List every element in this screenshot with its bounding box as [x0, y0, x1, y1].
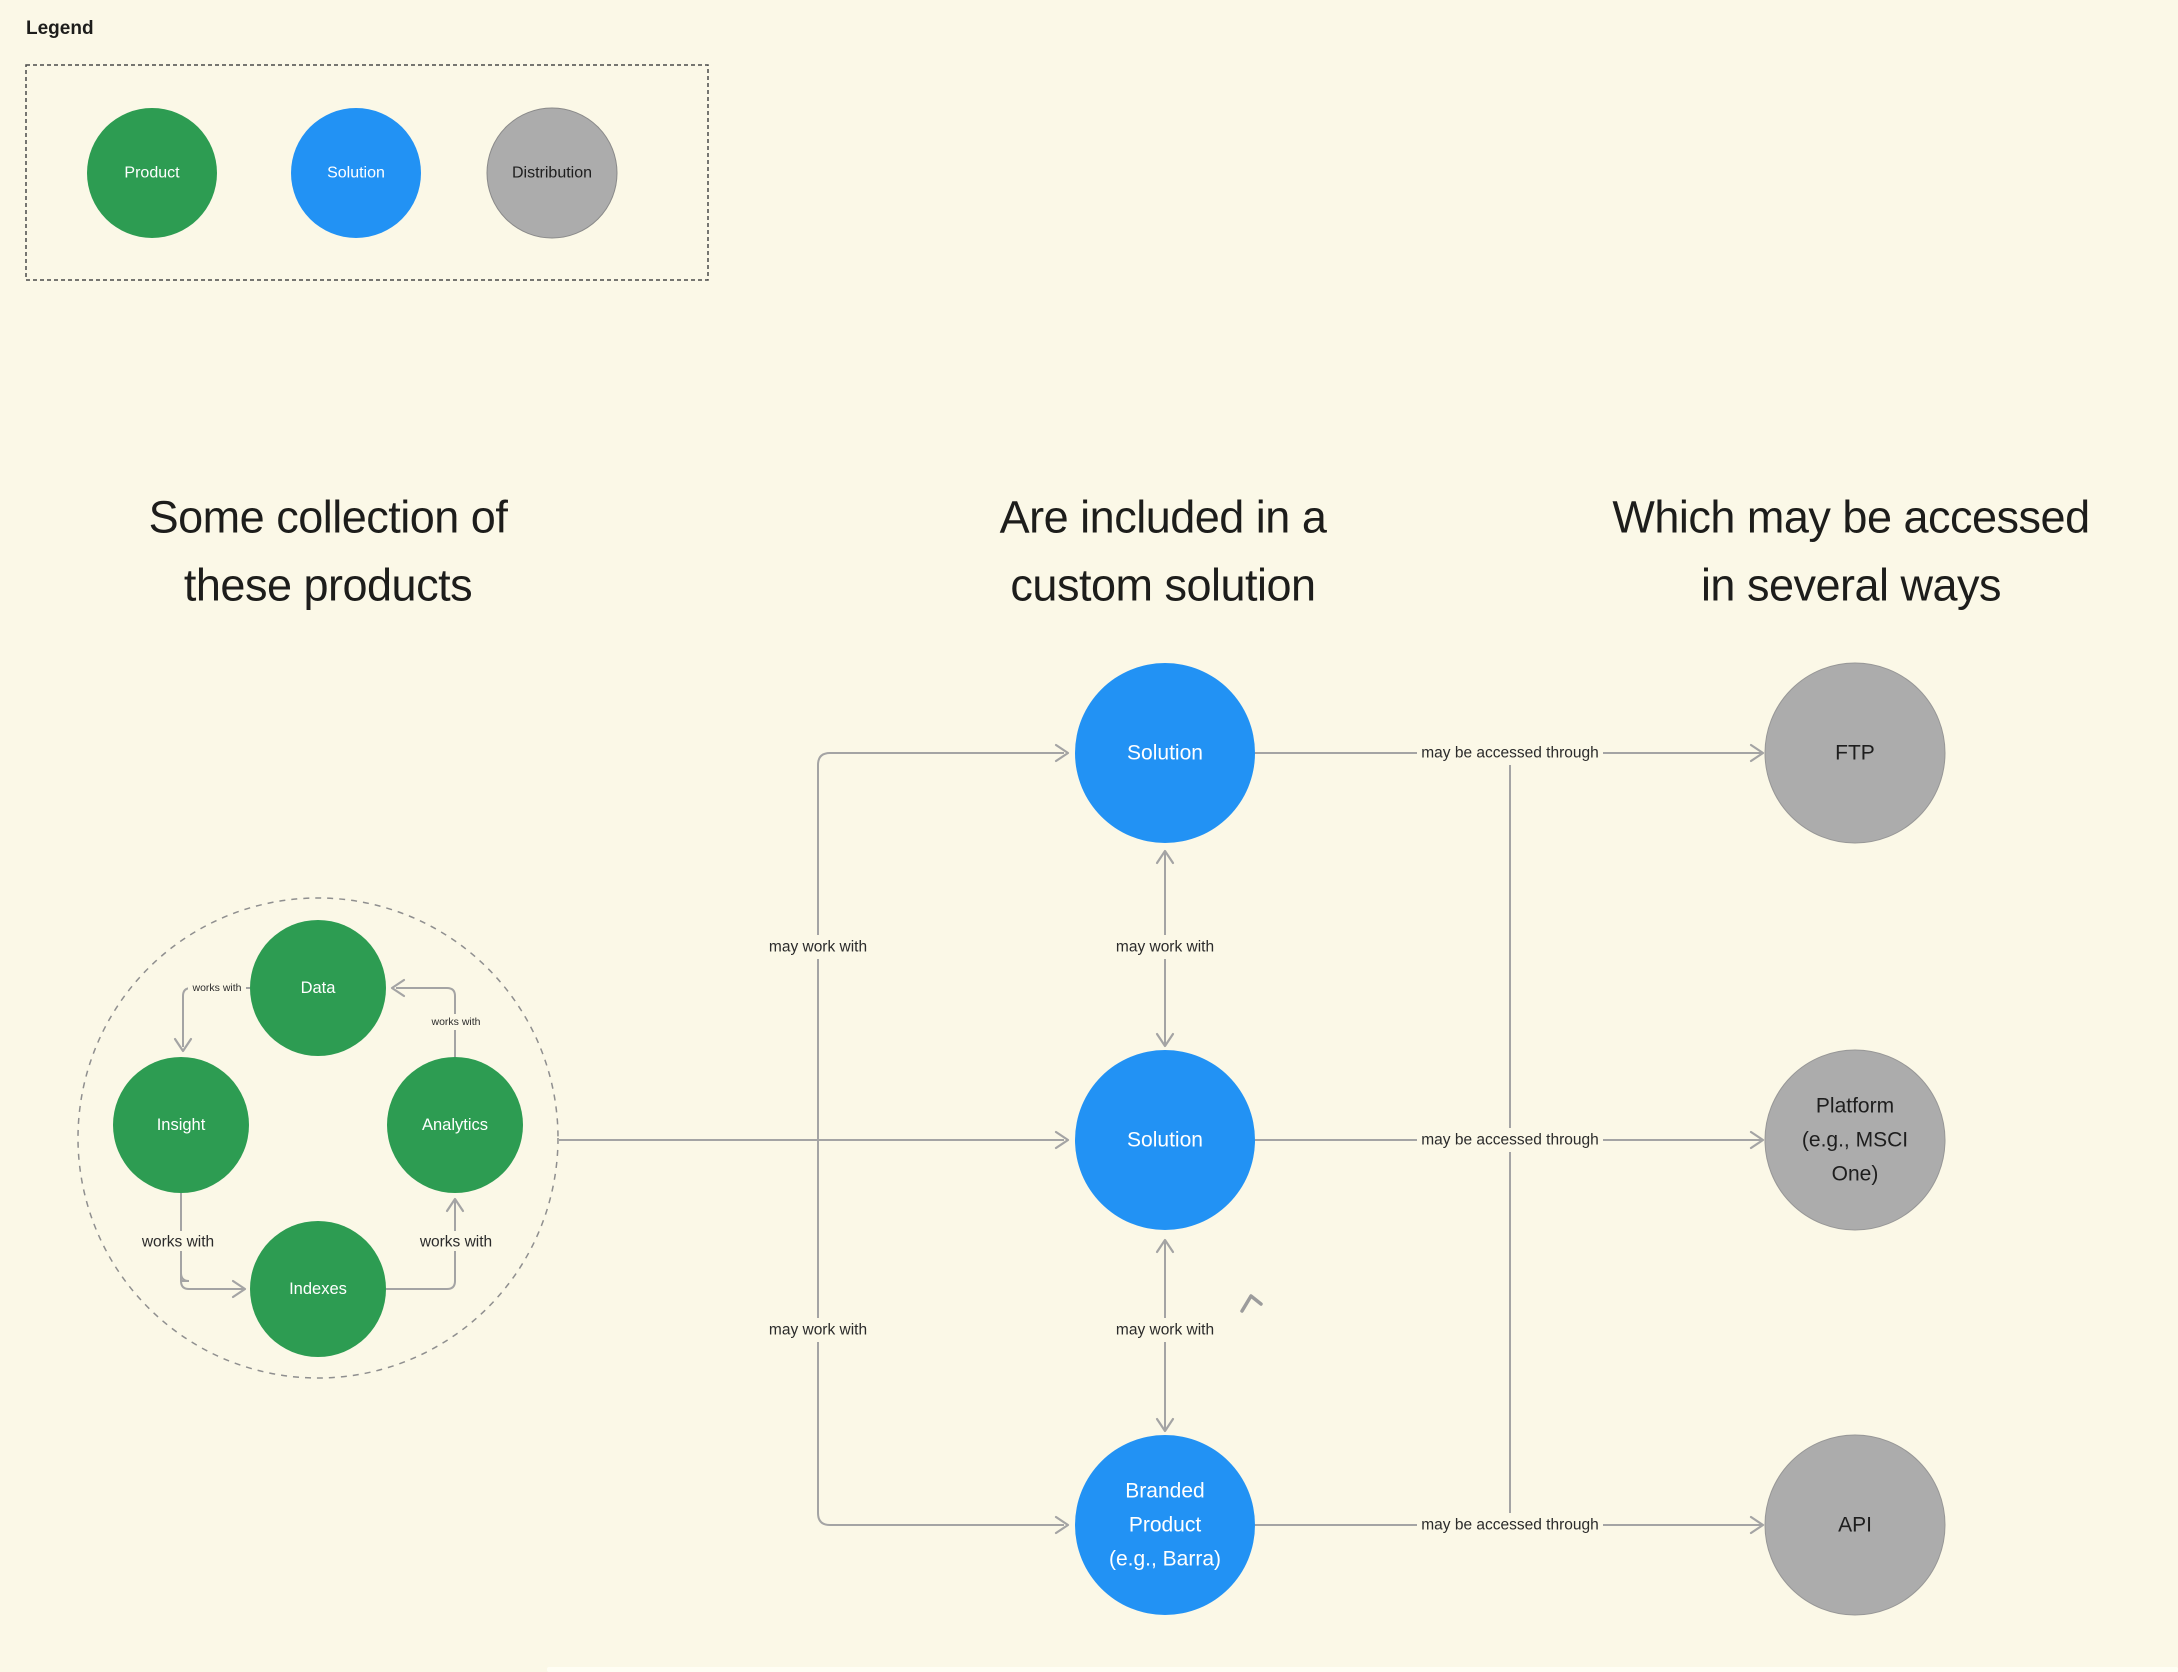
legend-title: Legend	[26, 18, 94, 39]
node-api-circle	[1764, 1434, 1946, 1616]
stray-chevron-mark	[1240, 1294, 1263, 1313]
label-mask	[759, 1318, 877, 1342]
arrowhead-down-into-solution-middle	[1155, 1032, 1175, 1048]
label-mask	[135, 1231, 221, 1251]
edge-label-may-work-with: may work with	[769, 939, 867, 956]
label-mask	[1106, 1318, 1224, 1342]
edge-insight-to-indexes	[180, 1193, 243, 1290]
arrowhead-down-into-insight	[173, 1037, 193, 1053]
node-branded-product-label: Product	[1129, 1514, 1202, 1537]
node-solution-top-circle	[1075, 663, 1255, 843]
column-header-products: these products	[184, 560, 472, 611]
arrowhead-right-into-solution-top	[1054, 743, 1070, 763]
legend-solution-label: Solution	[327, 165, 385, 182]
edge-label-works-with: works with	[141, 1234, 214, 1251]
arrowhead-right-into-ftp	[1749, 743, 1765, 763]
node-ftp-circle	[1764, 662, 1946, 844]
edge-label-accessed-through: may be accessed through	[1421, 1517, 1599, 1534]
arrowhead-right-into-platform	[1749, 1130, 1765, 1150]
node-solution-middle-label: Solution	[1127, 1129, 1203, 1152]
node-analytics-circle	[387, 1057, 523, 1193]
bottom-edge-strip	[547, 1667, 2178, 1672]
arrowhead-right-into-api	[1749, 1515, 1765, 1535]
label-mask	[1106, 935, 1224, 959]
node-indexes-circle	[250, 1221, 386, 1357]
node-branded-product-label: (e.g., Barra)	[1109, 1548, 1221, 1571]
column-header-distribution: Which may be accessed	[1612, 492, 2089, 543]
edge-label-may-work-with: may work with	[1116, 1322, 1214, 1339]
node-platform-label: (e.g., MSCI	[1802, 1129, 1908, 1152]
node-platform-label: One)	[1832, 1163, 1879, 1186]
label-mask	[413, 1231, 499, 1251]
label-mask	[1417, 1513, 1603, 1537]
node-solution-top-label: Solution	[1127, 742, 1203, 765]
label-mask	[1417, 1128, 1603, 1152]
product-cluster-dashed-boundary	[77, 897, 559, 1379]
edge-label-may-work-with: may work with	[1116, 939, 1214, 956]
arrowhead-right-into-indexes	[231, 1279, 247, 1299]
edge-label-works-with: works with	[430, 1016, 480, 1028]
node-branded-product-circle	[1075, 1435, 1255, 1615]
label-mask	[1417, 741, 1603, 765]
arrowhead-right-into-solution-middle	[1054, 1130, 1070, 1150]
column-header-solution: custom solution	[1010, 560, 1315, 611]
arrowhead-up-into-analytics	[445, 1197, 465, 1213]
legend-product-circle	[87, 108, 217, 238]
arrowhead-up-into-solution-top	[1155, 849, 1175, 865]
arrowhead-left-into-data	[390, 978, 406, 998]
legend-distribution-circle	[486, 107, 618, 239]
edge-label-accessed-through: may be accessed through	[1421, 1132, 1599, 1149]
arrowhead-down-into-branded-product	[1155, 1417, 1175, 1433]
node-indexes-label: Indexes	[289, 1280, 347, 1298]
node-platform-label: Platform	[1816, 1095, 1894, 1118]
node-solution-middle-circle	[1075, 1050, 1255, 1230]
node-api-label: API	[1838, 1514, 1872, 1537]
column-header-distribution: in several ways	[1701, 560, 2001, 611]
node-ftp-label: FTP	[1835, 742, 1875, 765]
arrowhead-right-into-branded-product	[1054, 1515, 1070, 1535]
legend-distribution-label: Distribution	[512, 165, 592, 182]
edge-branch-to-branded-product	[817, 1140, 1064, 1526]
edge-data-to-insight	[182, 987, 250, 1047]
node-data-circle	[250, 920, 386, 1056]
label-mask	[427, 1014, 485, 1030]
column-header-products: Some collection of	[149, 492, 509, 543]
label-mask	[188, 980, 246, 996]
node-analytics-label: Analytics	[422, 1116, 488, 1134]
edge-label-works-with: works with	[191, 982, 241, 994]
column-header-solution: Are included in a	[1000, 492, 1328, 543]
edge-branch-to-solution-top	[817, 752, 1064, 1140]
node-insight-circle	[113, 1057, 249, 1193]
edge-analytics-to-data	[396, 987, 456, 1057]
label-mask	[759, 935, 877, 959]
legend-product-label: Product	[124, 165, 180, 182]
legend-solution-circle	[291, 108, 421, 238]
node-insight-label: Insight	[157, 1116, 206, 1134]
edge-label-works-with: works with	[419, 1234, 492, 1251]
node-branded-product-label: Branded	[1125, 1480, 1204, 1503]
edge-label-accessed-through: may be accessed through	[1421, 745, 1599, 762]
node-data-label: Data	[301, 979, 337, 997]
arrowhead-up-into-solution-middle	[1155, 1238, 1175, 1254]
node-platform-circle	[1764, 1049, 1946, 1231]
edge-indexes-to-analytics	[386, 1201, 456, 1290]
edge-label-may-work-with: may work with	[769, 1322, 867, 1339]
